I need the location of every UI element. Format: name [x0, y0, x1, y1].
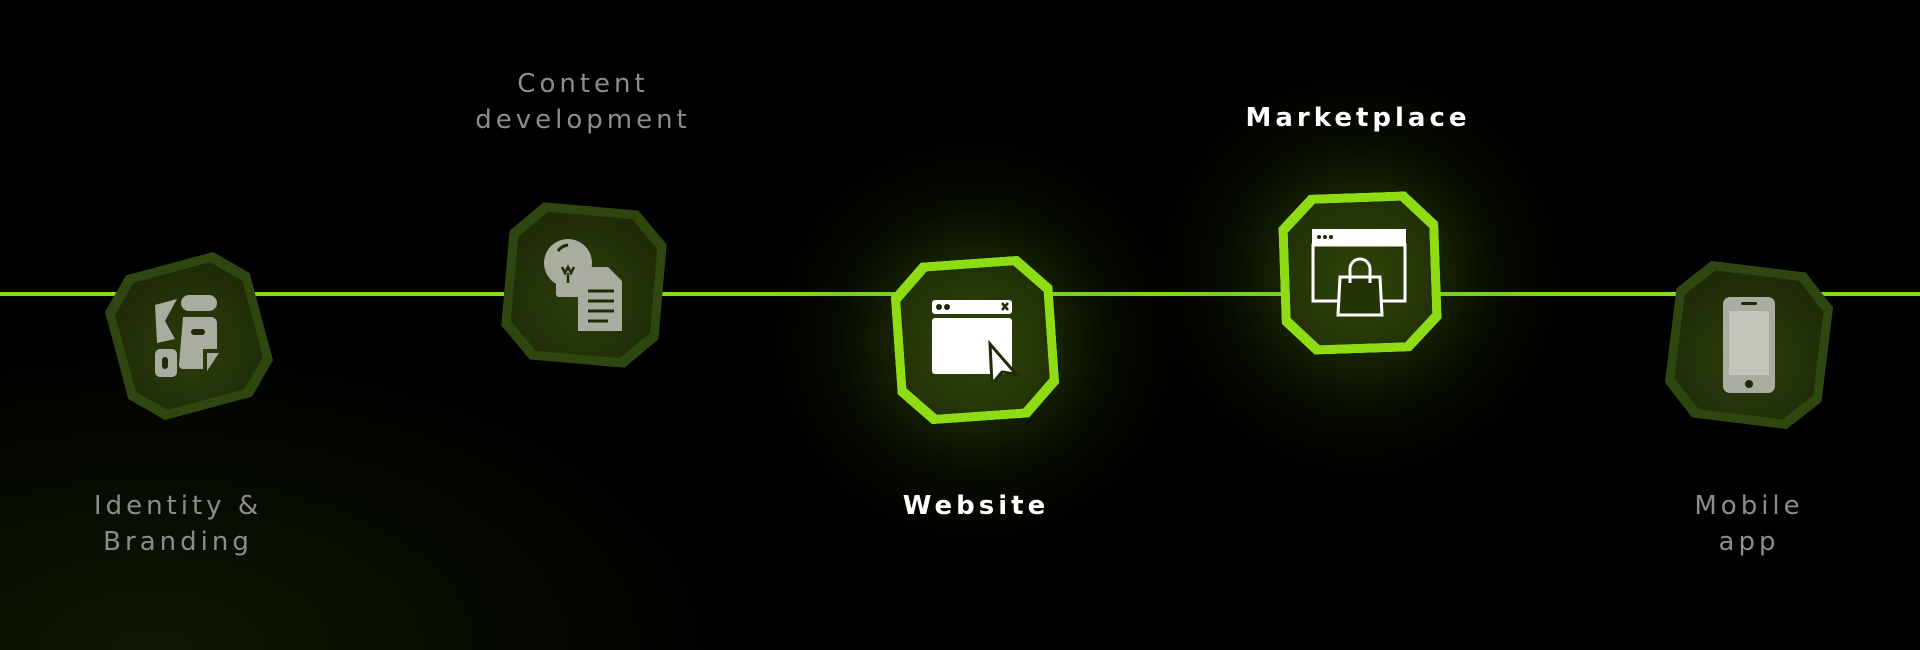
label-line: Content	[517, 69, 649, 99]
step-identity-branding[interactable]	[97, 244, 281, 428]
step-website[interactable]	[889, 254, 1062, 427]
label-line: Mobile	[1694, 491, 1804, 521]
smartphone-icon	[1723, 297, 1775, 393]
label-website: Website	[903, 488, 1049, 524]
label-line: Identity &	[93, 491, 263, 521]
browser-shopping-bag-icon	[1311, 229, 1407, 317]
label-line: development	[475, 105, 691, 135]
label-mobile-app: Mobile app	[1694, 488, 1803, 560]
idea-document-icon	[544, 239, 622, 331]
label-marketplace: Marketplace	[1245, 100, 1470, 136]
label-line: app	[1718, 527, 1780, 557]
step-marketplace[interactable]	[1277, 190, 1442, 355]
label-line: Website	[902, 491, 1050, 521]
label-line: Marketplace	[1245, 103, 1471, 133]
label-identity-branding: Identity & Branding	[94, 488, 262, 560]
step-content-development[interactable]	[498, 199, 669, 370]
brand-kit-icon	[155, 295, 219, 377]
browser-cursor-icon	[932, 300, 1020, 382]
label-line: Branding	[103, 527, 253, 557]
step-mobile-app[interactable]	[1661, 257, 1837, 433]
label-content-development: Content development	[475, 66, 691, 138]
